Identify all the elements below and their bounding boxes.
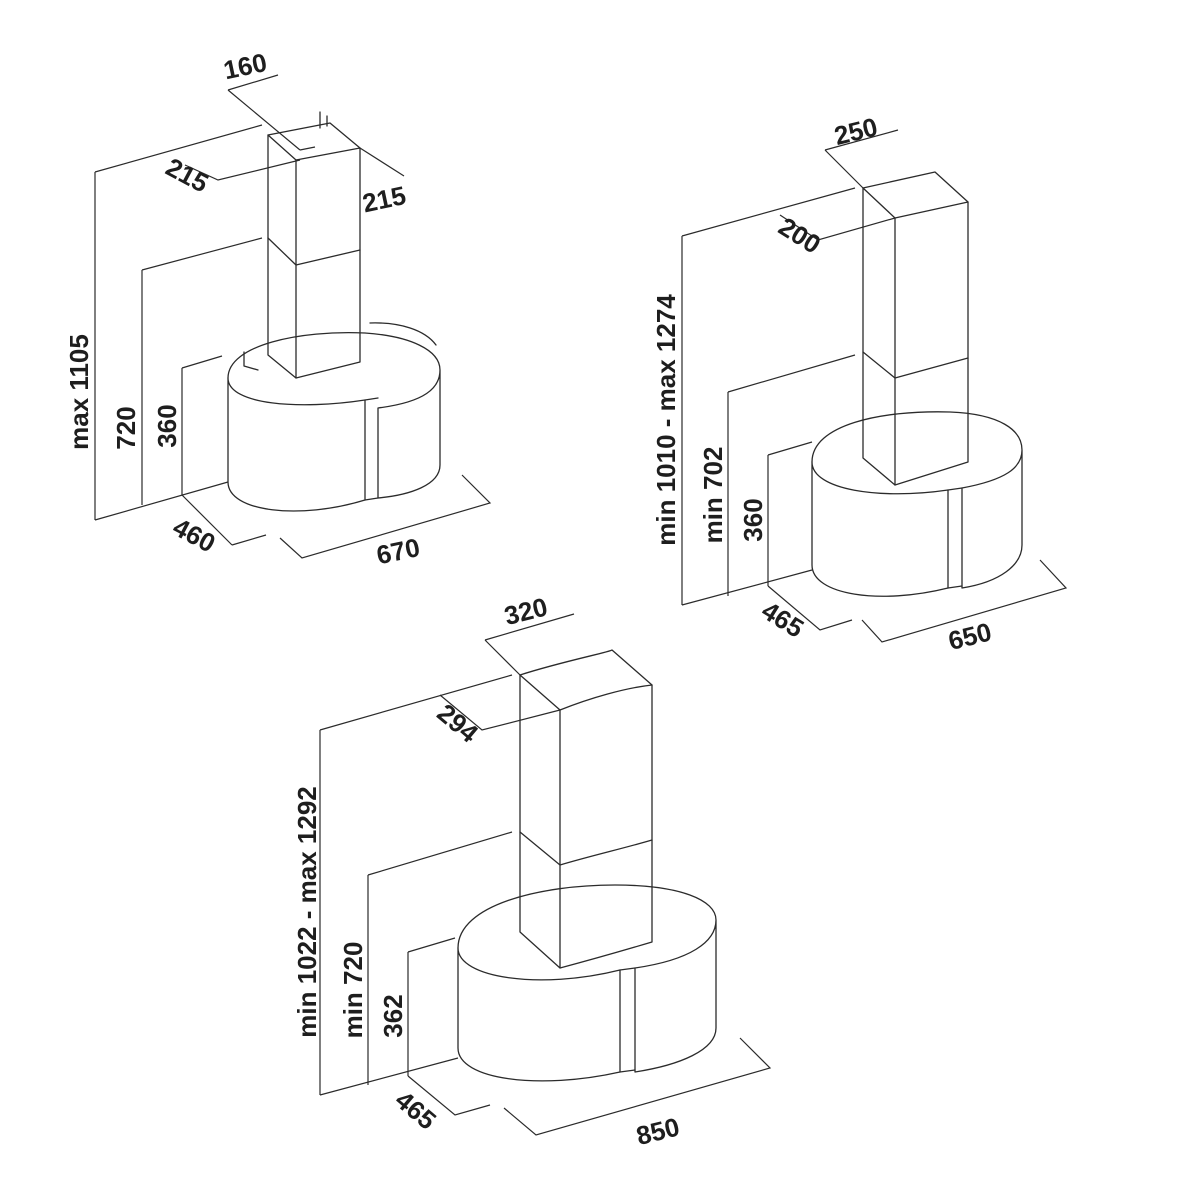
hood-3-duct-depth-label: 294 bbox=[432, 698, 485, 749]
hood-2-height-max-label: min 1010 - max 1274 bbox=[651, 294, 681, 546]
hood-3-duct-width-label: 320 bbox=[501, 591, 550, 631]
hood-3: 320 294 min 1022 - max 1292 min 720 362 … bbox=[292, 591, 772, 1151]
hood-1-height-mid-label: 720 bbox=[111, 406, 141, 449]
hood-2-height-mid-label: min 702 bbox=[698, 447, 728, 544]
hood-3-base-depth-label: 465 bbox=[390, 1085, 443, 1136]
hood-1-body bbox=[227, 322, 441, 512]
hood-3-height-body-label: 362 bbox=[378, 994, 408, 1037]
hood-2-base-depth-label: 465 bbox=[756, 595, 809, 643]
hood-2-duct-depth-label: 200 bbox=[773, 211, 826, 259]
hood-1-height-body-label: 360 bbox=[152, 404, 182, 447]
hood-1-dimensions bbox=[94, 74, 492, 559]
hood-1-duct-depth-right-label: 215 bbox=[360, 180, 409, 218]
hood-2-base-width-label: 650 bbox=[945, 616, 994, 656]
hood-2-dimensions bbox=[681, 129, 1068, 643]
hood-3-height-mid-label: min 720 bbox=[338, 942, 368, 1039]
hood-3-base-width-label: 850 bbox=[633, 1111, 682, 1151]
hood-2-duct-width-label: 250 bbox=[831, 111, 880, 151]
hood-1-base-width-label: 670 bbox=[374, 532, 423, 570]
hood-1-base-depth-label: 460 bbox=[168, 512, 220, 559]
hood-2-height-body-label: 360 bbox=[738, 498, 768, 541]
hood-3-dimensions bbox=[319, 613, 772, 1136]
hood-1-duct-depth-left-label: 215 bbox=[161, 152, 213, 199]
hood-3-body bbox=[457, 884, 717, 1082]
hood-1: 160 215 215 max 1105 720 360 460 670 bbox=[64, 47, 492, 570]
hood-2-chimney bbox=[862, 171, 969, 486]
hood-1-chimney bbox=[267, 111, 361, 379]
hood-2: 250 200 min 1010 - max 1274 min 702 360 … bbox=[651, 111, 1068, 656]
hood-3-chimney bbox=[519, 649, 653, 969]
hood-1-height-max-label: max 1105 bbox=[64, 334, 94, 450]
hood-3-height-max-label: min 1022 - max 1292 bbox=[292, 786, 322, 1038]
hood-2-body bbox=[811, 411, 1023, 597]
